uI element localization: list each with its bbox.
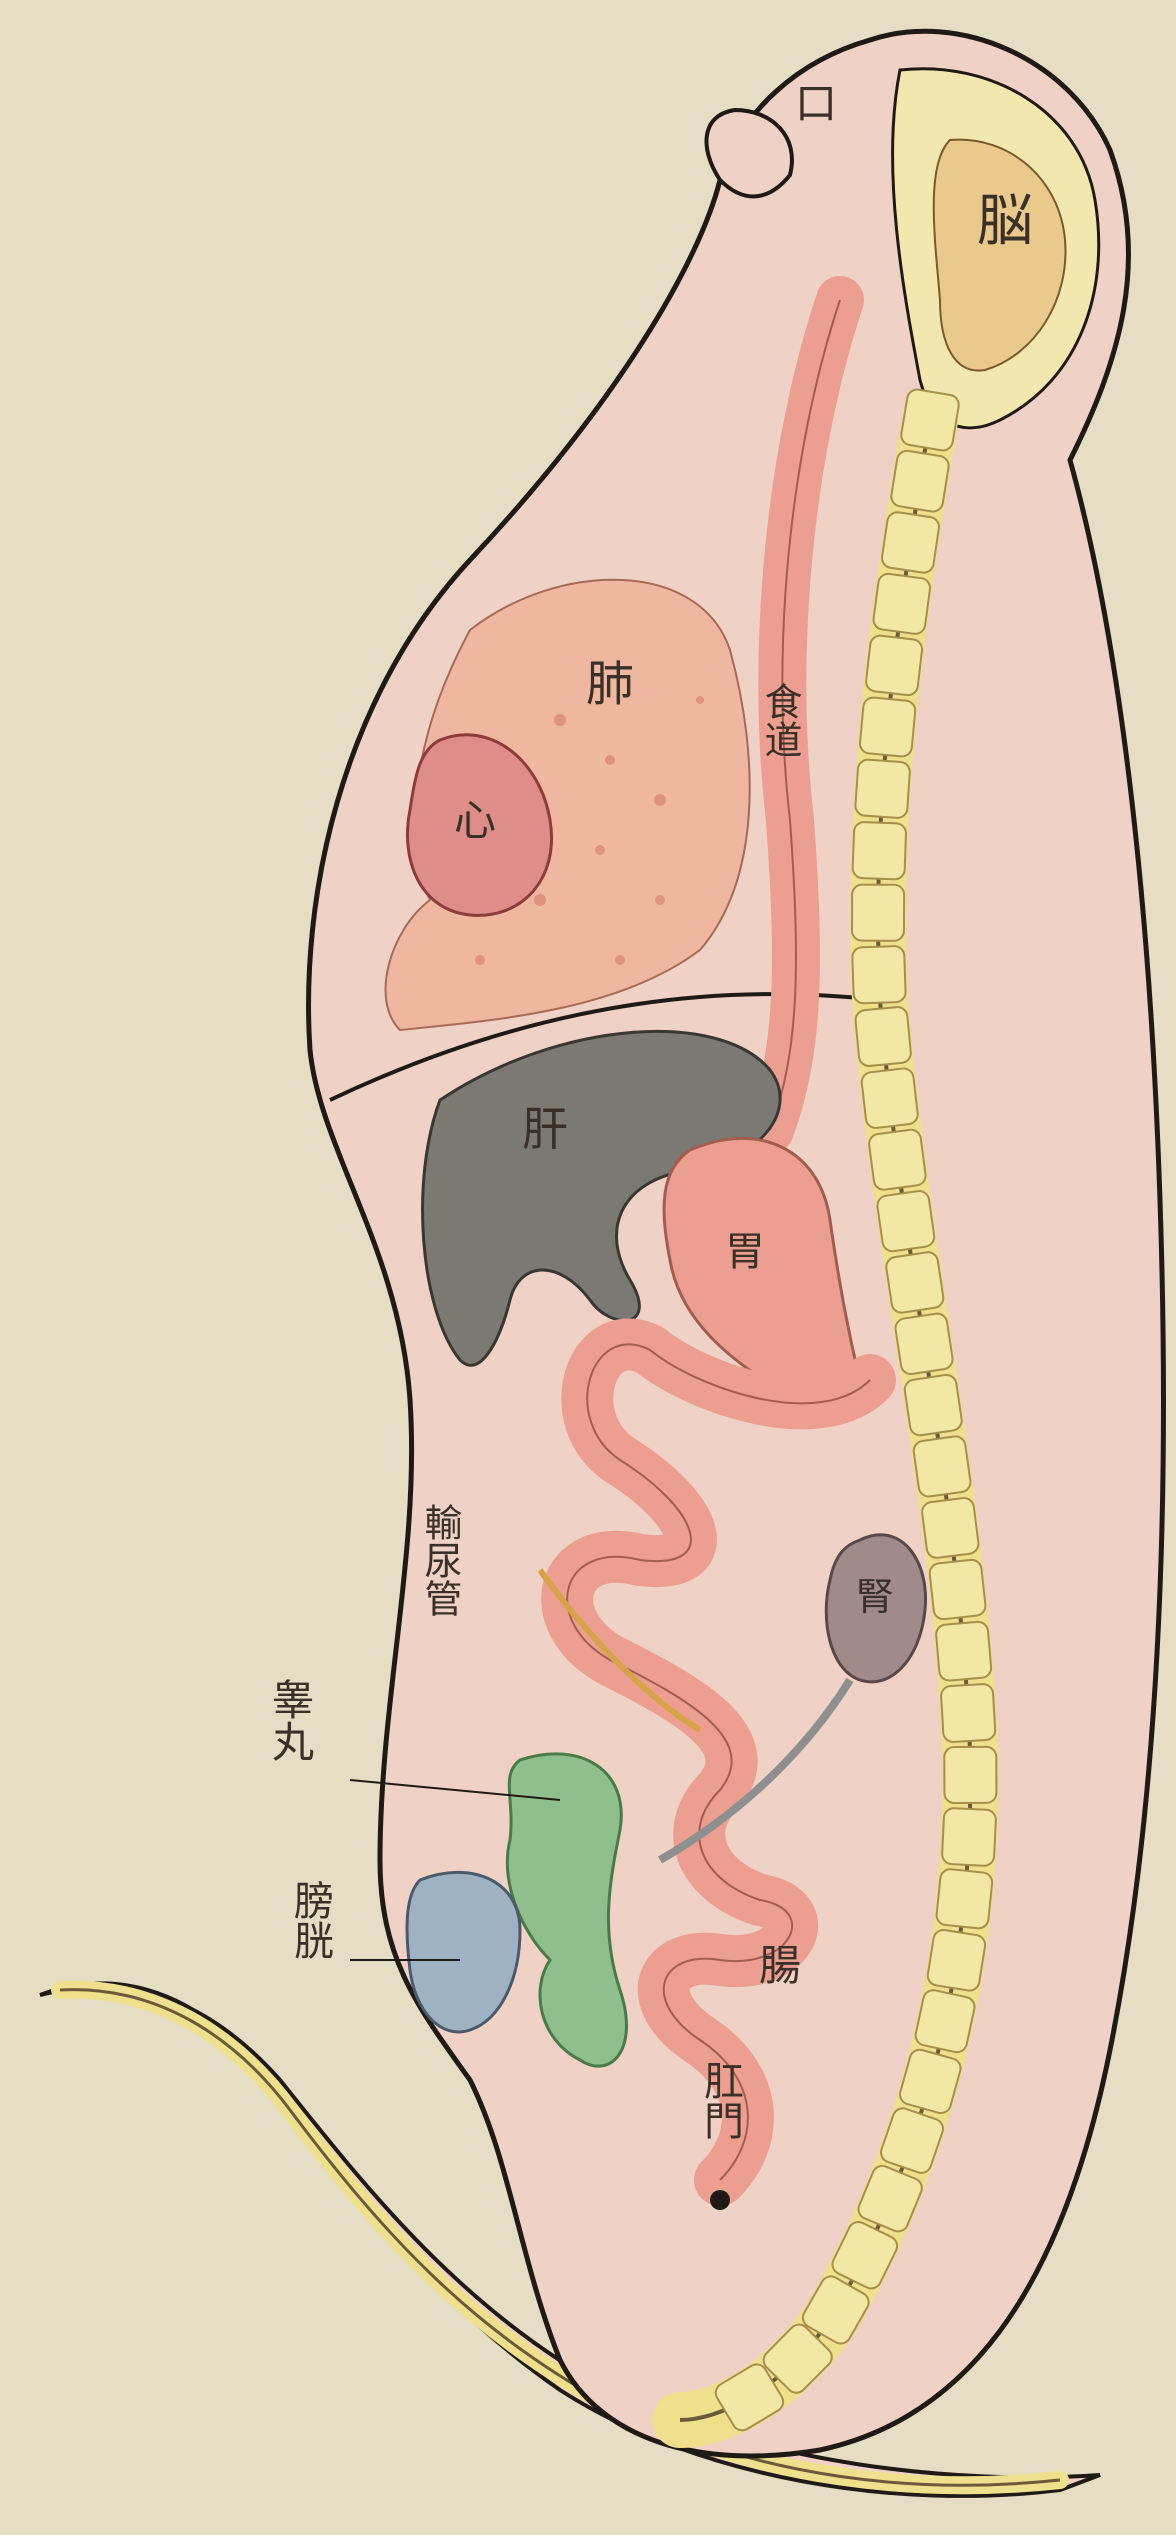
vertebra <box>936 1868 993 1929</box>
anus <box>710 2190 730 2210</box>
vertebra <box>926 1929 986 1992</box>
vertebra <box>861 1067 919 1129</box>
vertebra <box>859 697 916 758</box>
vertebra <box>852 822 906 880</box>
vertebra <box>903 1374 963 1437</box>
vertebra <box>900 388 960 452</box>
vertebra <box>865 635 923 697</box>
vertebra <box>852 946 906 1004</box>
label-esophagus: 食道 <box>758 682 802 758</box>
vertebra <box>855 759 911 818</box>
label-testis: 睾丸 <box>266 1678 315 1762</box>
vertebra <box>914 1988 977 2054</box>
vertebra <box>942 1808 997 1866</box>
label-anus: 肛門 <box>697 2060 743 2140</box>
vertebra <box>921 1497 980 1559</box>
vertebra <box>912 1435 971 1498</box>
label-intestine: 腸 <box>759 1941 801 1990</box>
vertebra <box>929 1559 987 1620</box>
label-mouth: 口 <box>795 79 837 128</box>
vertebra <box>894 1312 954 1375</box>
label-stomach: 胃 <box>725 1229 765 1275</box>
label-kidney: 腎 <box>856 1575 894 1619</box>
vertebra <box>881 511 941 574</box>
label-ureter: 輸尿管 <box>418 1503 462 1617</box>
label-brain: 脳 <box>977 189 1033 254</box>
label-urinary-bladder: 膀胱 <box>287 1880 334 1960</box>
vertebra <box>890 449 950 512</box>
label-lung: 肺 <box>586 656 634 712</box>
label-heart: 心 <box>454 796 496 845</box>
vertebra <box>885 1251 945 1314</box>
vertebra <box>855 1006 912 1067</box>
vertebra <box>852 885 904 941</box>
vertebra <box>876 1190 935 1253</box>
vertebra <box>872 573 931 635</box>
vertebra <box>941 1684 996 1743</box>
vertebra <box>868 1129 927 1191</box>
label-liver: 肝 <box>522 1102 568 1156</box>
vertebra <box>935 1621 992 1681</box>
vertebra <box>944 1747 996 1803</box>
